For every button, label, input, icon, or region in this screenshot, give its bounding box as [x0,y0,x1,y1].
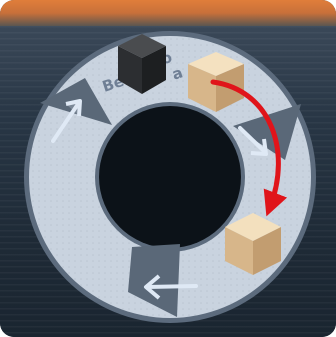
center-hole [99,106,241,248]
